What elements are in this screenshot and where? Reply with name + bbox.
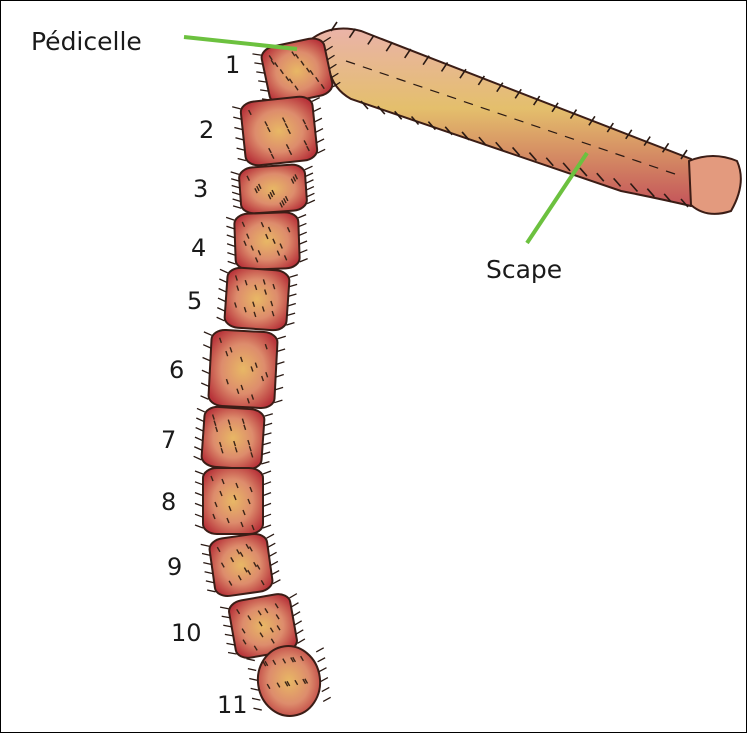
flagellum-segment-8: [195, 468, 271, 534]
segment-number-3: 3: [193, 175, 208, 203]
pedicelle-leader-line: [184, 37, 297, 49]
flagellum-segment-4: [226, 212, 308, 271]
flagellum-segment-9: [200, 531, 281, 599]
flagellum-segment-3: [230, 163, 315, 215]
segment-number-5: 5: [187, 287, 202, 315]
segment-number-7: 7: [161, 426, 176, 454]
flagellum-segment-2: [232, 95, 326, 168]
flagellum-segment-5: [216, 266, 298, 331]
flagellum-segments: [193, 34, 342, 721]
segment-number-4: 4: [191, 234, 206, 262]
segment-number-10: 10: [171, 619, 202, 647]
flagellum-segment-6: [200, 329, 286, 409]
pedicelle-label: Pédicelle: [31, 27, 142, 56]
flagellum-segment-7: [193, 405, 273, 470]
scape-label: Scape: [486, 255, 562, 284]
scape: [309, 22, 741, 214]
segment-number-11: 11: [217, 691, 248, 719]
segment-number-6: 6: [169, 356, 184, 384]
segment-number-9: 9: [167, 553, 182, 581]
segment-number-1: 1: [225, 51, 240, 79]
segment-number-8: 8: [161, 488, 176, 516]
segment-number-2: 2: [199, 116, 214, 144]
